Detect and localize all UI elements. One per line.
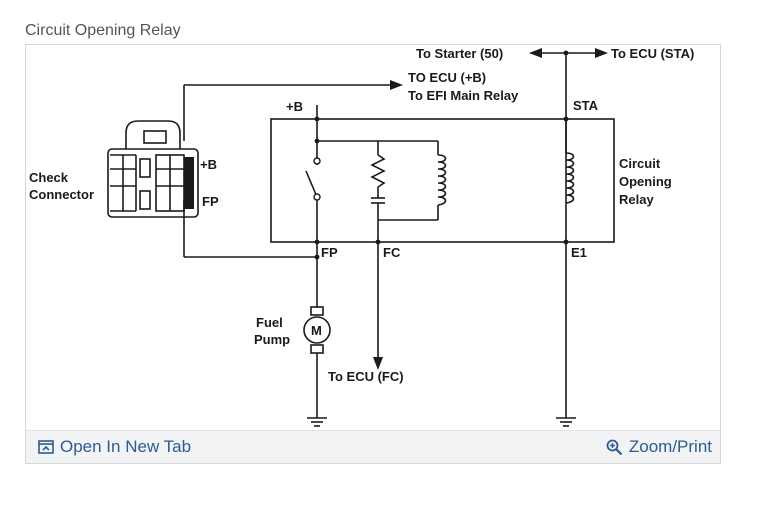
label-fc: FC	[383, 245, 401, 260]
zoom-icon	[606, 439, 623, 455]
circuit-diagram: To Starter (50) To ECU (STA) TO ECU (+B)…	[29, 46, 694, 427]
label-sta: STA	[573, 98, 599, 113]
arrow-to-ecu-b	[390, 80, 403, 90]
label-motor: M	[311, 323, 322, 338]
relay-switch	[305, 170, 318, 198]
label-relay-3: Relay	[619, 192, 654, 207]
label-relay-1: Circuit	[619, 156, 661, 171]
label-pump-2: Pump	[254, 332, 290, 347]
resistor	[370, 154, 386, 188]
label-check-connector-1: Check	[29, 170, 69, 185]
label-b-plus-top: +B	[286, 99, 303, 114]
open-in-new-tab-label: Open In New Tab	[60, 437, 192, 456]
label-e1: E1	[571, 245, 587, 260]
arrow-to-ecu-fc	[373, 357, 383, 370]
label-check-connector-2: Connector	[29, 187, 94, 202]
label-to-ecu-sta: To ECU (STA)	[611, 46, 694, 61]
fuel-pump-motor	[303, 316, 331, 344]
arrow-to-starter	[529, 48, 542, 58]
coil-l1	[437, 154, 447, 206]
coil-sta	[565, 152, 575, 204]
diagram-footer: Open In New Tab Zoom/Print	[26, 430, 720, 463]
zoom-print-label: Zoom/Print	[628, 437, 712, 456]
label-pump-1: Fuel	[256, 315, 283, 330]
label-to-starter: To Starter (50)	[416, 46, 503, 61]
label-relay-2: Opening	[619, 174, 672, 189]
label-fp: FP	[321, 245, 338, 260]
label-to-ecu-fc: To ECU (FC)	[328, 369, 404, 384]
arrow-to-ecu-sta	[595, 48, 608, 58]
label-to-ecu-b: TO ECU (+B)	[408, 70, 486, 85]
zoom-print-link[interactable]: Zoom/Print	[606, 437, 712, 457]
label-cc-fp: FP	[202, 194, 219, 209]
diagram-frame: To Starter (50) To ECU (STA) TO ECU (+B)…	[25, 44, 721, 464]
open-tab-icon	[38, 440, 54, 454]
check-connector-tab	[125, 120, 181, 149]
check-connector-body	[107, 148, 199, 218]
relay-box	[270, 118, 615, 243]
label-cc-b-plus: +B	[200, 157, 217, 172]
open-in-new-tab-link[interactable]: Open In New Tab	[38, 437, 191, 457]
diagram-caption: Circuit Opening Relay	[25, 22, 181, 39]
label-to-efi-main-relay: To EFI Main Relay	[408, 88, 519, 103]
